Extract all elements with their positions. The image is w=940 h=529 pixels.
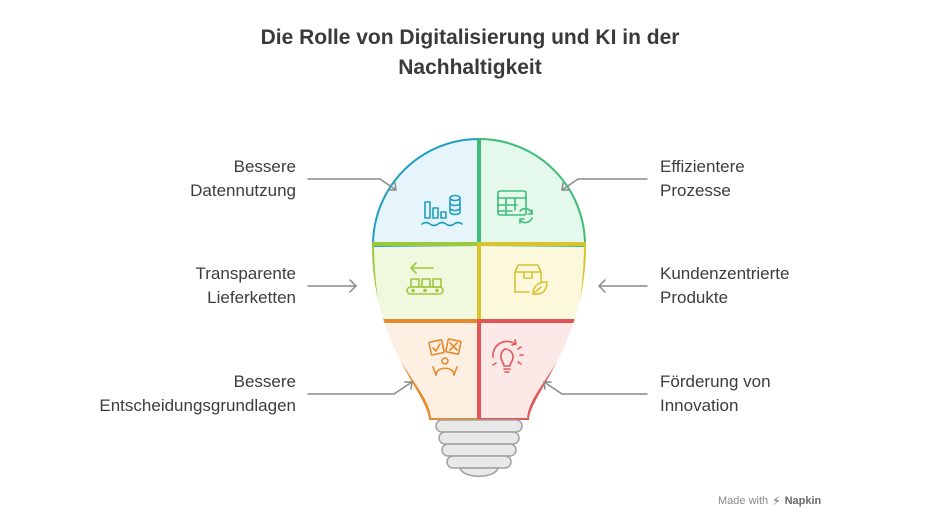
arrow-effizientere-prozesse: [561, 178, 648, 191]
segment-foerderung-von-innovation: [478, 321, 586, 420]
label-effizientere-prozesse: Effizientere Prozesse: [660, 155, 920, 203]
arrow-bessere-entscheidungsgrundlagen: [307, 381, 413, 395]
segment-bessere-datennutzung: [372, 138, 478, 244]
label-kundenzentrierte-produkte: Kundenzentrierte Produkte: [660, 262, 920, 310]
spreadsheet-refresh-icon: [497, 190, 533, 224]
label-line: Entscheidungsgrundlagen: [99, 396, 296, 415]
napkin-branding[interactable]: Made with ⚡ Napkin: [718, 494, 821, 508]
page-title: Die Rolle von Digitalisierung und KI in …: [0, 23, 940, 83]
border-effizientere-prozesse: [477, 138, 586, 248]
brand-name: Napkin: [784, 495, 822, 507]
arrow-kundenzentrierte-produkte: [598, 279, 648, 293]
bulb-base: [435, 419, 523, 477]
segment-kundenzentrierte-produkte: [478, 244, 586, 321]
label-transparente-lieferketten: Transparente Lieferketten: [16, 262, 296, 310]
title-line-2: Nachhaltigkeit: [398, 56, 542, 79]
label-bessere-datennutzung: Bessere Datennutzung: [16, 155, 296, 203]
connector-arrows: [307, 178, 648, 395]
label-line: Effizientere: [660, 157, 745, 176]
segment-transparente-lieferketten: [372, 244, 478, 321]
label-line: Prozesse: [660, 181, 731, 200]
label-line: Innovation: [660, 396, 739, 415]
arrow-foerderung-von-innovation: [543, 381, 648, 395]
napkin-logo-icon: ⚡: [772, 494, 781, 508]
title-line-1: Die Rolle von Digitalisierung und KI in …: [260, 26, 680, 49]
label-line: Datennutzung: [190, 181, 296, 200]
label-line: Kundenzentrierte: [660, 264, 790, 283]
label-line: Bessere: [233, 372, 296, 391]
label-line: Förderung von: [660, 372, 771, 391]
segment-effizientere-prozesse: [478, 138, 586, 244]
label-line: Transparente: [195, 264, 296, 283]
bar-chart-database-icon: [421, 194, 463, 227]
segment-bessere-entscheidungsgrundlagen: [372, 321, 478, 420]
brand-prefix: Made with: [718, 495, 769, 507]
label-line: Lieferketten: [207, 288, 296, 307]
lightbulb-idea-icon: [492, 339, 524, 373]
label-foerderung-von-innovation: Förderung von Innovation: [660, 370, 920, 418]
arrow-transparente-lieferketten: [307, 279, 357, 293]
border-bessere-datennutzung: [372, 138, 481, 248]
arrow-bessere-datennutzung: [307, 178, 397, 191]
label-bessere-entscheidungsgrundlagen: Bessere Entscheidungsgrundlagen: [16, 370, 296, 418]
conveyor-boxes-icon: [406, 262, 444, 295]
eco-box-icon: [514, 264, 548, 295]
label-line: Bessere: [233, 157, 296, 176]
label-line: Produkte: [660, 288, 729, 307]
decision-person-icon: [428, 338, 462, 376]
